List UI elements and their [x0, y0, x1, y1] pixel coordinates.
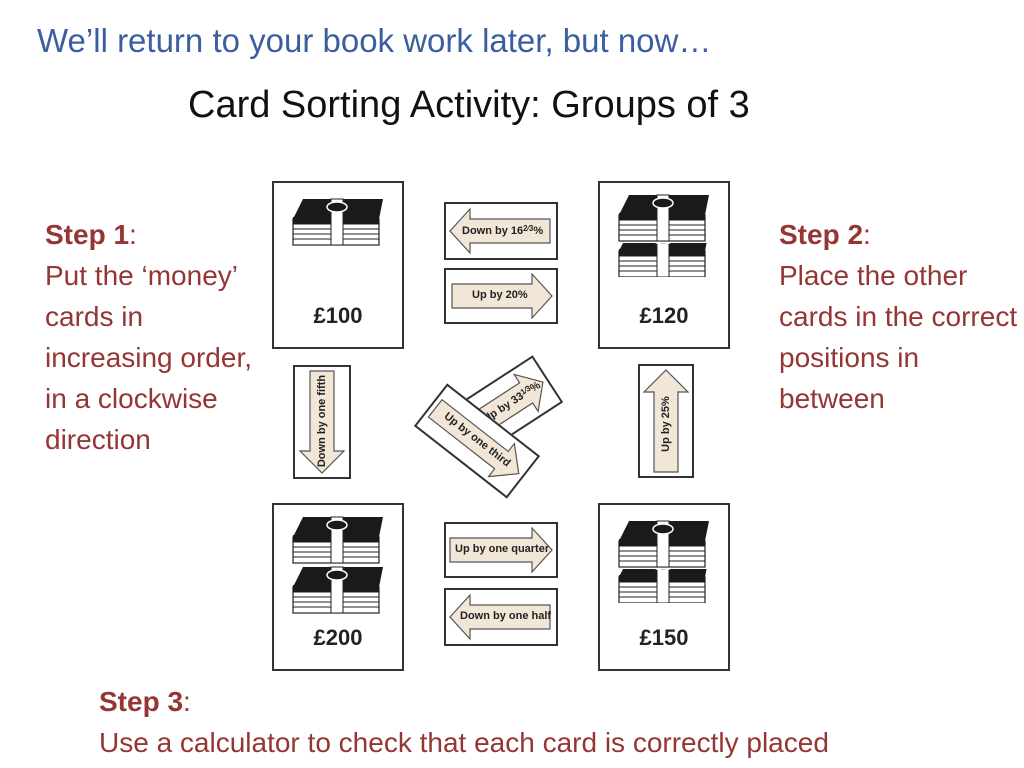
money-card-120[interactable]: £120 [598, 181, 730, 349]
money-stack-icon [292, 198, 384, 246]
money-card-amount: £200 [313, 625, 363, 650]
step-2-separator: : [863, 219, 871, 250]
money-stack-icon [618, 569, 710, 603]
left-arrow-icon [449, 593, 551, 641]
step-1-text: Put the ‘money’ cards in increasing orde… [45, 260, 253, 455]
step-3-label: Step 3 [99, 686, 184, 717]
arrow-card-label: Up by one quarter [455, 543, 550, 555]
money-stack-icon [618, 520, 710, 568]
arrow-card-label: Up by 20% [472, 289, 528, 301]
slide-subtitle: We’ll return to your book work later, bu… [37, 22, 712, 59]
step-1-label: Step 1 [45, 219, 130, 250]
money-stack-icon [618, 194, 710, 242]
step-2-instructions: Step 2: Place the other cards in the cor… [779, 214, 1019, 419]
arrow-card-label: Up by 25% [660, 396, 672, 452]
arrow-card-down-one-fifth[interactable]: Down by one fifth [293, 365, 351, 479]
money-card-amount: £100 [313, 303, 363, 328]
arrow-card-down-16-two-thirds[interactable]: Down by 162⁄3% [444, 202, 558, 260]
arrow-card-down-one-half[interactable]: Down by one half [444, 588, 558, 646]
arrow-card-label: Down by one fifth [316, 374, 328, 468]
down-arrow-icon [298, 370, 346, 474]
step-3-instructions: Step 3: Use a calculator to check that e… [99, 681, 999, 763]
step-3-text: Use a calculator to check that each card… [99, 727, 829, 758]
money-card-amount: £150 [639, 625, 689, 650]
step-1-separator: : [129, 219, 137, 250]
step-2-label: Step 2 [779, 219, 864, 250]
arrow-card-label: Down by 162⁄3% [462, 224, 544, 237]
arrow-card-up-one-quarter[interactable]: Up by one quarter [444, 522, 558, 578]
money-card-amount: £120 [639, 303, 689, 328]
up-arrow-icon [642, 369, 690, 473]
money-stack-icon [618, 243, 710, 277]
step-3-separator: : [183, 686, 191, 717]
arrow-card-up-25[interactable]: Up by 25% [638, 364, 694, 478]
money-card-150[interactable]: £150 [598, 503, 730, 671]
step-1-instructions: Step 1: Put the ‘money’ cards in increas… [45, 214, 260, 460]
step-2-text: Place the other cards in the correct pos… [779, 260, 1018, 414]
arrow-card-up-one-third[interactable]: Up by one third [413, 383, 541, 499]
right-arrow-icon [451, 272, 553, 320]
right-arrow-icon [449, 526, 553, 574]
right-arrow-icon [427, 398, 520, 478]
arrow-card-label: Down by one half [460, 610, 552, 622]
money-card-100[interactable]: £100 [272, 181, 404, 349]
left-arrow-icon [449, 207, 551, 255]
money-stack-icon [292, 566, 384, 614]
arrow-card-up-20[interactable]: Up by 20% [444, 268, 558, 324]
slide-title: Card Sorting Activity: Groups of 3 [188, 84, 750, 126]
money-stack-icon [292, 516, 384, 564]
money-card-200[interactable]: £200 [272, 503, 404, 671]
